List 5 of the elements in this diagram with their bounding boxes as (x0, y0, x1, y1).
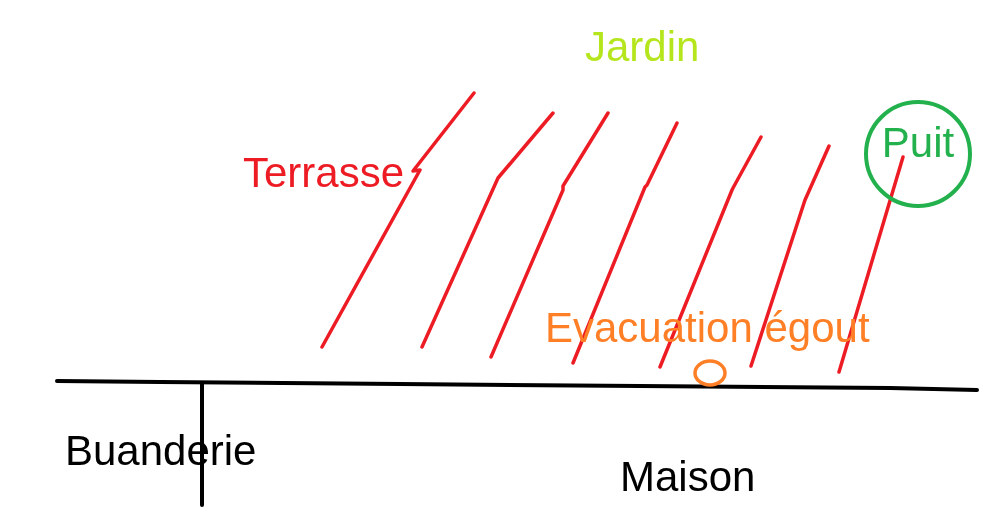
house-label: Maison (620, 456, 756, 498)
garden-label: Jardin (585, 26, 700, 68)
well-circle (864, 100, 972, 208)
terrace-label: Terrasse (243, 152, 405, 194)
well-label: Puit (881, 122, 955, 164)
